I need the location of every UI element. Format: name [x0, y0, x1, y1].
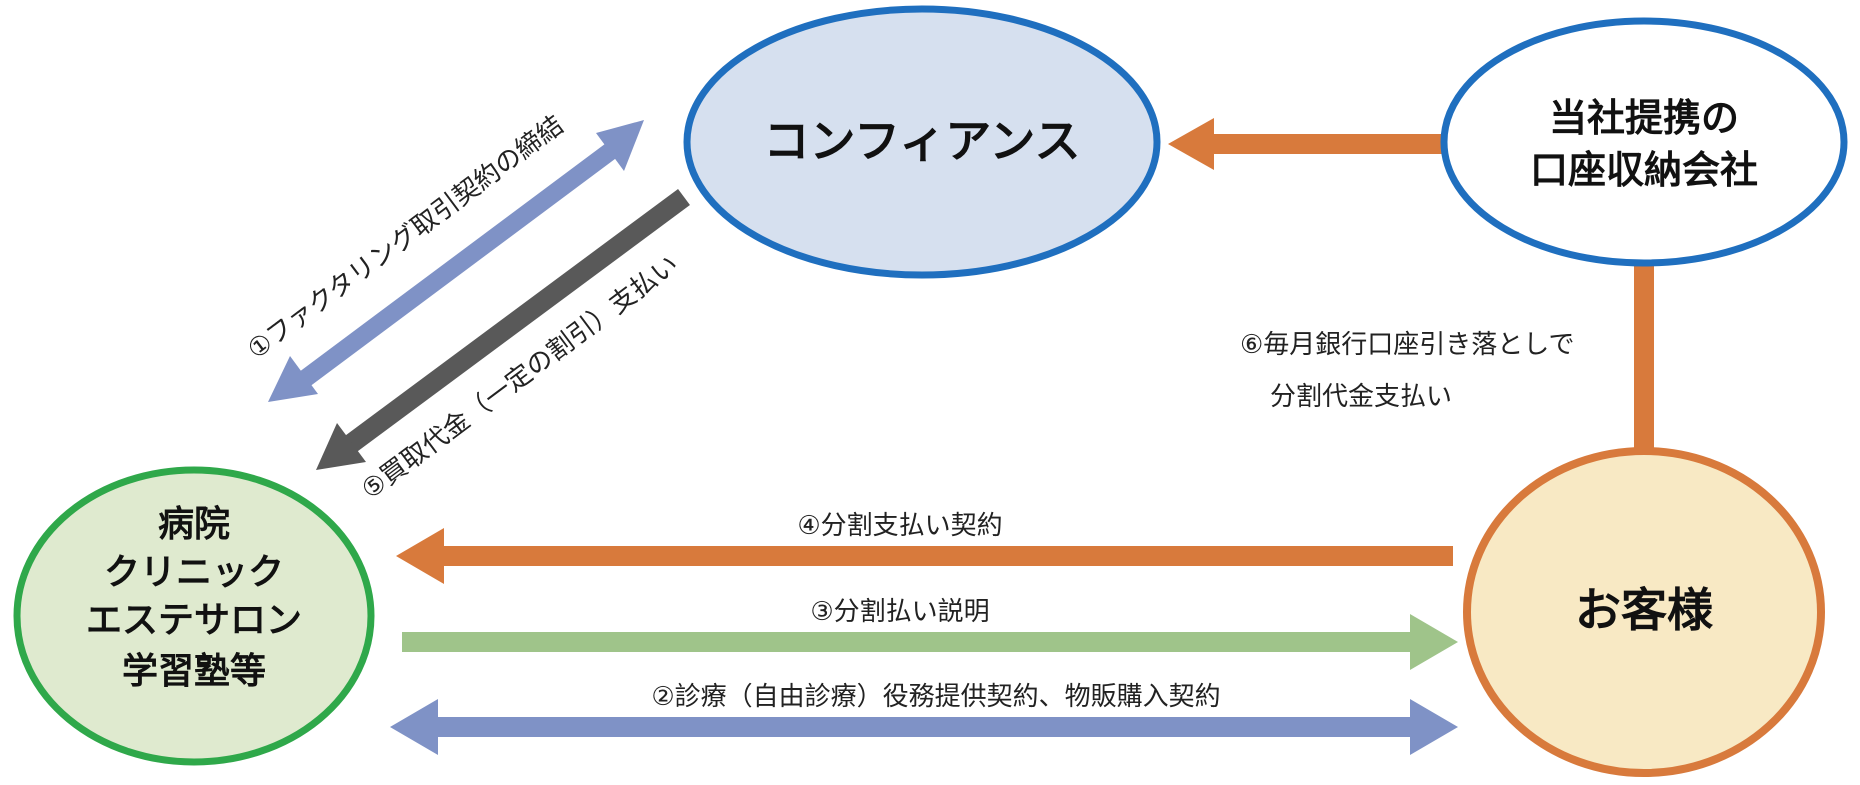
label-installment-contract: ④分割支払い契約 [797, 511, 1002, 541]
label-service-contract: ②診療（自由診療）役務提供契約、物販購入契約 [651, 682, 1220, 712]
line-partner-customer [1634, 262, 1654, 448]
node-partner[interactable]: 当社提携の 口座収納会社 [1440, 17, 1848, 267]
arrow-purchase-payment [316, 188, 690, 470]
node-confiance[interactable]: コンフィアンス [683, 5, 1161, 279]
arrow-installment-contract [396, 528, 1453, 584]
arrow-service-contract [390, 699, 1458, 755]
label-debit-line2: 分割代金支払い [1270, 382, 1452, 412]
node-clinic-line3: エステサロン [86, 600, 302, 641]
arrow-partner-to-confiance [1168, 118, 1446, 170]
node-clinic-line1: 病院 [158, 504, 230, 545]
node-clinic[interactable]: 病院 クリニック エステサロン 学習塾等 [13, 466, 375, 766]
node-partner-line1: 当社提携の [1549, 96, 1739, 140]
node-clinic-line4: 学習塾等 [122, 650, 266, 692]
arrow-installment-explanation [402, 614, 1458, 670]
label-installment-explanation: ③分割払い説明 [810, 597, 989, 627]
label-purchase-payment: ⑤買取代金（一定の割引）支払い [356, 250, 684, 506]
arrow-factoring-contract [268, 120, 644, 402]
node-customer-label: お客様 [1575, 583, 1714, 637]
label-debit-line1: ⑥毎月銀行口座引き落としで [1240, 330, 1575, 360]
node-confiance-label: コンフィアンス [764, 114, 1081, 168]
node-customer[interactable]: お客様 [1463, 447, 1825, 777]
node-clinic-line2: クリニック [104, 552, 284, 593]
node-partner-line2: 口座収納会社 [1530, 148, 1758, 192]
